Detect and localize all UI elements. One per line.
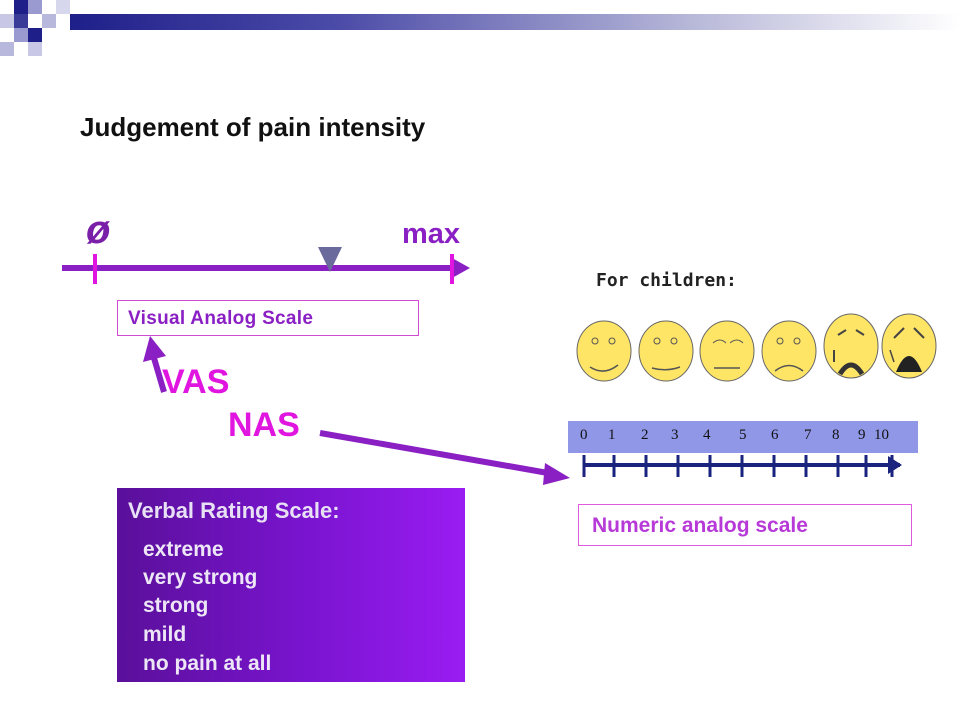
vrs-item: extreme [143, 538, 224, 561]
smiling-face-icon [576, 320, 632, 382]
nas-abbrev: NAS [228, 406, 300, 444]
vas-line [62, 254, 470, 284]
deco-square [14, 28, 28, 42]
top-decoration [0, 0, 960, 60]
smiling-face-icon [638, 320, 694, 382]
number-label: 7 [804, 427, 812, 443]
number-label: 4 [703, 427, 711, 443]
number-label: 9 [858, 427, 866, 443]
number-label: 3 [671, 427, 679, 443]
crying-face-icon [823, 313, 879, 379]
neutral-face-icon [699, 320, 755, 382]
deco-square [14, 14, 28, 28]
number-label: 1 [608, 427, 616, 443]
nas-scale-box: Numeric analog scale [578, 504, 912, 546]
number-label: 5 [739, 427, 747, 443]
vas-min-symbol: ø [86, 208, 111, 252]
children-label: For children: [596, 270, 737, 291]
vas-scale-label: Visual Analog Scale [128, 308, 314, 329]
number-bar: 0 1 2 3 4 5 6 7 8 9 10 [568, 421, 918, 453]
vrs-heading: Verbal Rating Scale: [128, 498, 340, 523]
number-label: 2 [641, 427, 649, 443]
vas-abbrev: VAS [162, 363, 230, 401]
nas-scale-label: Numeric analog scale [592, 514, 808, 537]
vrs-item: mild [143, 623, 187, 646]
vas-max-label: max [402, 218, 461, 250]
crying-face-icon [881, 313, 937, 379]
deco-square [42, 14, 56, 28]
vrs-item: no pain at all [143, 652, 272, 675]
vas-arrow-icon [143, 336, 167, 393]
slide-title: Judgement of pain intensity [80, 112, 426, 142]
number-label: 10 [874, 427, 889, 443]
deco-square [28, 28, 42, 42]
vas-scale-box: Visual Analog Scale [117, 300, 419, 336]
deco-square [56, 0, 70, 14]
header-bar [70, 14, 960, 30]
deco-square [14, 0, 28, 14]
deco-square [0, 14, 14, 28]
number-label: 0 [580, 427, 588, 443]
deco-square [28, 42, 42, 56]
vrs-item: very strong [143, 566, 258, 589]
number-label: 6 [771, 427, 779, 443]
deco-square [0, 42, 14, 56]
nas-arrow-icon [319, 430, 570, 485]
deco-square [28, 0, 42, 14]
vrs-item: strong [143, 594, 209, 617]
numeric-ruler [582, 455, 902, 477]
sad-face-icon [761, 320, 817, 382]
number-label: 8 [832, 427, 840, 443]
verbal-rating-scale-panel: Verbal Rating Scale: extreme very strong… [117, 488, 465, 682]
vas-marker-icon [318, 247, 342, 272]
